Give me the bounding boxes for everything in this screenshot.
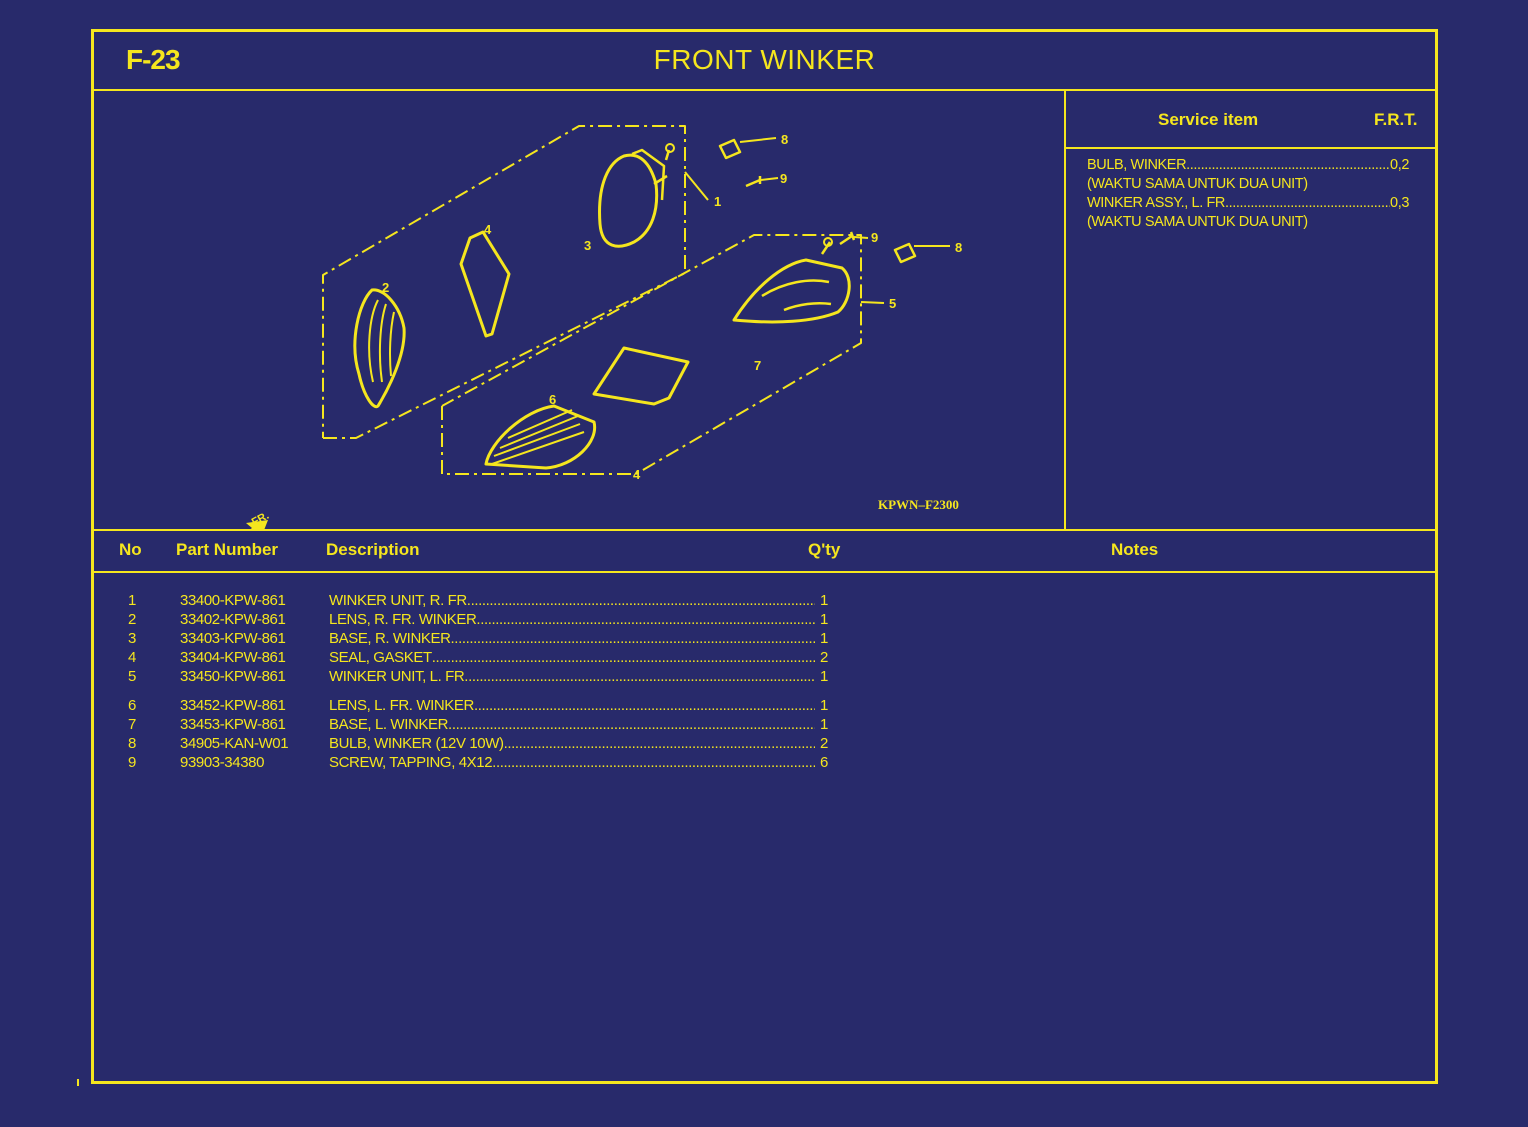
callout-label: 2 — [382, 280, 389, 295]
service-row: (WAKTU SAMA UNTUK DUA UNIT) — [1087, 214, 1308, 230]
callout-label: 7 — [754, 358, 761, 373]
group-outline — [441, 234, 862, 475]
lens-shape — [353, 288, 406, 409]
group-outline — [322, 125, 686, 439]
leader-dots: ........................................… — [431, 649, 815, 666]
callout-label: 8 — [781, 132, 788, 147]
diagram-code: KPWN–F2300 — [878, 497, 959, 512]
col-header-notes: Notes — [1111, 540, 1159, 559]
bulb-shape — [893, 242, 917, 264]
callout-label: 8 — [955, 240, 962, 255]
gasket-shape — [459, 230, 511, 338]
leader-dots: ........................................… — [1186, 157, 1390, 173]
service-list: BULB, WINKER ...........................… — [1087, 156, 1409, 232]
callout-label: 9 — [871, 230, 878, 245]
lens-shape — [491, 409, 585, 465]
screw-shape — [745, 176, 762, 188]
bulb-shape — [718, 138, 742, 160]
divider — [94, 571, 1435, 573]
leader-dots: ........................................… — [503, 735, 815, 752]
divider — [94, 529, 1435, 531]
base-shape — [732, 258, 851, 324]
lens-shape — [484, 404, 597, 470]
exploded-diagram: 1 2 3 4 5 6 7 8 8 9 9 4 FR. — [246, 125, 962, 530]
callout-label: 5 — [889, 296, 896, 311]
leader-dots: ........................................… — [1228, 195, 1390, 211]
leader-dots: ........................................… — [492, 754, 815, 771]
frt-heading: F.R.T. — [1374, 110, 1418, 129]
callout-label: 6 — [549, 392, 556, 407]
direction-label: FR. — [250, 510, 271, 529]
leader-dots: ........................................… — [476, 611, 815, 628]
service-row: (WAKTU SAMA UNTUK DUA UNIT) — [1087, 176, 1308, 192]
base-shape — [598, 153, 659, 248]
callout-label: 9 — [780, 171, 787, 186]
callout-label: 3 — [584, 238, 591, 253]
divider — [94, 89, 1435, 91]
base-shape — [761, 241, 832, 312]
direction-arrow — [246, 520, 268, 530]
col-header-no: No — [119, 540, 142, 559]
gasket-shape — [592, 346, 690, 406]
divider — [1064, 147, 1435, 149]
screw-shape — [839, 231, 856, 246]
col-header-part-number: Part Number — [176, 540, 279, 559]
leader-dots: ........................................… — [448, 716, 815, 733]
lens-shape — [368, 299, 395, 383]
leader-dots: ........................................… — [470, 592, 815, 609]
divider — [1064, 91, 1066, 529]
leader-dots: ........................................… — [450, 630, 815, 647]
callout-label: 4 — [633, 467, 641, 482]
callout-label: 4 — [484, 222, 492, 237]
col-header-qty: Q'ty — [808, 540, 841, 559]
service-item-heading: Service item — [1158, 110, 1259, 129]
callout-label: 1 — [714, 194, 721, 209]
col-header-description: Description — [326, 540, 420, 559]
edge-mark — [77, 1079, 79, 1086]
service-row: WINKER ASSY., L. FR. ...................… — [1087, 195, 1409, 211]
parts-sheet: F-23 FRONT WINKER 1 2 3 4 — [91, 29, 1438, 1084]
service-row: BULB, WINKER ...........................… — [1087, 157, 1409, 173]
page-title: FRONT WINKER — [653, 44, 876, 75]
leader-dots: ........................................… — [473, 697, 815, 714]
leader-dots: ........................................… — [468, 668, 815, 685]
section-code: F-23 — [126, 44, 181, 75]
